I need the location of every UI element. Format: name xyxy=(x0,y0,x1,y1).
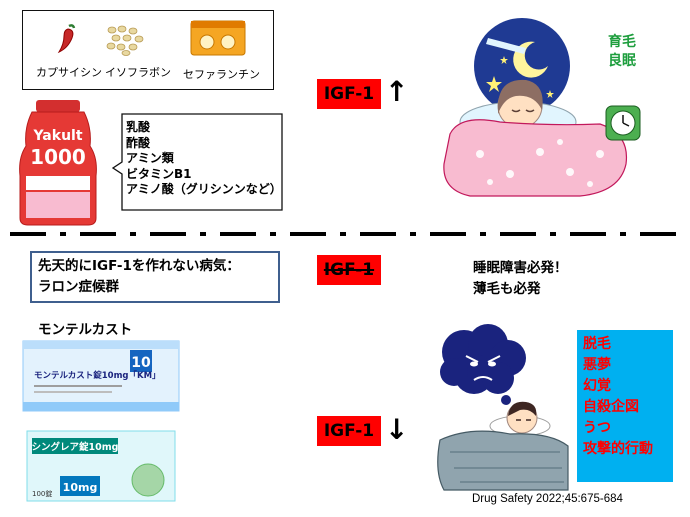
nutrient-item: アミノ酸（グリシンンなど） xyxy=(126,182,282,197)
symptom-list: 脱毛 悪夢 幻覚 自殺企図 うつ 攻撃的行動 xyxy=(583,334,653,460)
pack1-name: モンテルカスト錠10mg「KM」 xyxy=(34,370,161,381)
symptom-item: 自殺企図 xyxy=(583,399,639,415)
igf1-badge-down: IGF-1 xyxy=(317,416,381,446)
pack2-dose: 10mg xyxy=(63,481,98,494)
symptom-item: 幻覚 xyxy=(583,378,611,394)
laron-box xyxy=(30,251,280,303)
nutrient-callout xyxy=(112,113,283,211)
laron-line-1: 先天的にIGF-1を作れない病気： xyxy=(38,258,240,274)
pack1-dose: 10 xyxy=(131,355,151,371)
effect-hair-growth: 育毛 xyxy=(608,34,636,50)
sleeping-woman-illustration xyxy=(443,18,641,197)
igf1-badge-crossed: IGF-1 xyxy=(317,255,381,285)
nutrient-list: 乳酸 酢酸 アミン類 ビタミンB1 アミノ酸（グリシンンなど） xyxy=(126,120,282,198)
laron-line-2: ラロン症候群 xyxy=(38,279,119,295)
pack2-name: シングレア錠10mg xyxy=(32,441,119,453)
montelukast-title: モンテルカスト xyxy=(38,322,133,338)
chili-pepper-icon xyxy=(57,24,76,54)
yakult-bottle-icon: Yakult 1000 xyxy=(19,100,97,226)
nutrient-item: アミン類 xyxy=(126,151,174,166)
montelukast-km-package: 10 モンテルカスト錠10mg「KM」 xyxy=(22,340,180,412)
symptom-box xyxy=(577,330,673,482)
igf1-crossed-label: IGF-1 xyxy=(323,260,375,280)
sleep-disorder-note: 睡眠障害必発！ 薄毛も必発 xyxy=(473,258,568,300)
yakult-number-text: 1000 xyxy=(30,145,86,169)
pack2-count: 100錠 xyxy=(32,489,52,498)
yakult-brand-text: Yakult xyxy=(32,128,82,144)
supplement-label-capsaicin: カプサイシン xyxy=(36,66,102,79)
dash-dot-divider xyxy=(10,232,690,236)
up-arrow-icon: ↑ xyxy=(385,75,409,108)
soybeans-icon xyxy=(106,25,144,56)
supplement-label-cepharanthine: セファランチン xyxy=(183,68,260,81)
symptom-item: 悪夢 xyxy=(583,357,611,373)
tablet-blister-icon xyxy=(190,20,246,56)
down-arrow-icon: ↓ xyxy=(385,413,409,446)
nightmare-sleeper-illustration xyxy=(437,324,569,491)
nutrient-item: ビタミンB1 xyxy=(126,166,192,181)
laron-text: 先天的にIGF-1を作れない病気： ラロン症候群 xyxy=(38,256,240,298)
citation: Drug Safety 2022;45:675-684 xyxy=(472,493,623,505)
symptom-item: 脱毛 xyxy=(583,336,611,352)
singulair-package: シングレア錠10mg 10mg 100錠 xyxy=(26,430,176,502)
sleep-line-2: 薄毛も必発 xyxy=(473,281,541,297)
sleep-line-1: 睡眠障害必発！ xyxy=(473,260,568,276)
nutrient-item: 乳酸 xyxy=(126,120,151,134)
symptom-item: 攻撃的行動 xyxy=(583,441,653,457)
effect-good-sleep: 良眠 xyxy=(608,53,636,69)
igf1-badge-up: IGF-1 xyxy=(317,79,381,109)
symptom-item: うつ xyxy=(583,420,611,436)
nutrient-item: 酢酸 xyxy=(126,135,151,150)
supplement-label-isoflavone: イソフラボン xyxy=(105,66,171,79)
